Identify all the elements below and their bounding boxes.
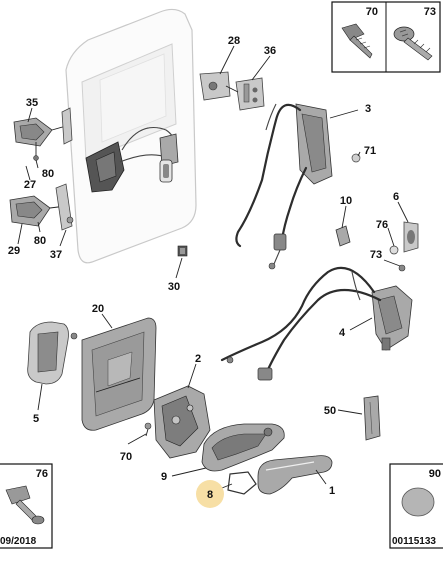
leader-lines <box>17 45 409 489</box>
push-rivet-icon <box>5 485 45 525</box>
rear-lock <box>220 266 413 376</box>
callout-20: 20 <box>92 303 104 315</box>
callout-8: 8 <box>207 489 213 501</box>
callout-4: 4 <box>339 327 346 339</box>
inset-code-right: 00115133 <box>392 536 436 547</box>
door-inner-handle <box>159 159 173 183</box>
washer <box>389 245 399 255</box>
upper-striker <box>13 107 73 147</box>
callout-9: 9 <box>161 471 167 483</box>
callout-80-upper: 80 <box>42 168 54 180</box>
rear-lock-cable-end <box>226 356 273 381</box>
callout-29: 29 <box>8 245 20 257</box>
callout-labels: 28 36 35 3 80 71 27 10 6 76 29 80 37 73 … <box>8 35 399 501</box>
cover-cap <box>403 221 419 253</box>
inset-label-73: 73 <box>424 6 436 18</box>
lock-cylinder <box>335 225 351 247</box>
trim-plate <box>363 395 381 441</box>
callout-35: 35 <box>26 97 38 109</box>
callout-6: 6 <box>393 191 399 203</box>
screw-70-icon <box>341 23 373 59</box>
round-cap-icon <box>401 487 435 517</box>
front-lock <box>235 103 333 248</box>
inset-label-90: 90 <box>429 468 441 480</box>
callout-73: 73 <box>370 249 382 261</box>
hinge-bracket <box>199 71 265 111</box>
retaining-clip <box>398 264 406 272</box>
callout-36: 36 <box>264 45 276 57</box>
inset-plug: 76 09/2018 <box>0 463 53 549</box>
highlight-marker <box>196 480 224 508</box>
callout-3: 3 <box>365 103 371 115</box>
small-clip <box>177 245 188 257</box>
callout-76: 76 <box>376 219 388 231</box>
mechanism-screw <box>144 422 152 437</box>
handle-gasket <box>227 471 257 495</box>
inner-trim-panel <box>81 317 157 431</box>
callout-10: 10 <box>340 195 352 207</box>
inset-code-left: 09/2018 <box>0 536 37 547</box>
inset-cap: 90 00115133 <box>389 463 443 549</box>
callout-50: 50 <box>324 405 336 417</box>
upper-striker-bolt <box>33 142 39 161</box>
lower-striker <box>9 183 74 231</box>
inset-label-70: 70 <box>366 6 378 18</box>
door-lock-motor <box>85 126 179 193</box>
inset-fasteners: 70 73 <box>331 1 441 73</box>
callout-71: 71 <box>364 145 376 157</box>
callout-28: 28 <box>228 35 240 47</box>
callout-80-lower: 80 <box>34 235 46 247</box>
callout-27: 27 <box>24 179 36 191</box>
callout-70: 70 <box>120 451 132 463</box>
inner-handle-frame <box>27 321 78 385</box>
inset-label-76: 76 <box>36 468 48 480</box>
callout-2: 2 <box>195 353 201 365</box>
outside-door-handle <box>257 455 333 495</box>
callout-5: 5 <box>33 413 39 425</box>
outside-handle-bracket <box>201 423 285 472</box>
callout-1: 1 <box>329 485 335 497</box>
front-lock-cable-end <box>268 233 287 270</box>
callout-37: 37 <box>50 249 62 261</box>
callout-30: 30 <box>168 281 180 293</box>
door-lock-mechanism <box>153 385 211 459</box>
sliding-door-outline <box>65 8 197 264</box>
screw-73-icon <box>393 26 433 61</box>
